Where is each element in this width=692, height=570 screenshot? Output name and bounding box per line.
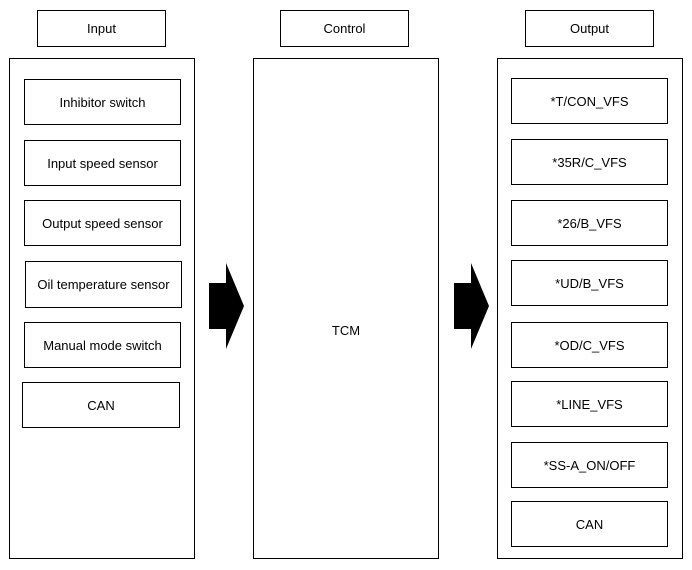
output-item-ud-b-vfs: *UD/B_VFS [511,260,668,306]
output-item-line-vfs: *LINE_VFS [511,381,668,427]
input-item-input-speed-sensor: Input speed sensor [24,140,181,186]
control-label-tcm: TCM [331,323,361,338]
input-panel [9,58,195,559]
control-header: Control [280,10,409,47]
output-item-od-c-vfs: *OD/C_VFS [511,322,668,368]
output-item-t-con-vfs: *T/CON_VFS [511,78,668,124]
input-item-can: CAN [22,382,180,428]
output-item-26-b-vfs: *26/B_VFS [511,200,668,246]
input-item-oil-temperature-sensor: Oil temperature sensor [25,261,182,308]
arrow-right-icon [454,263,489,349]
input-item-manual-mode-switch: Manual mode switch [24,322,181,368]
input-item-output-speed-sensor: Output speed sensor [24,200,181,246]
control-panel [253,58,439,559]
output-item-ss-a-on-off: *SS-A_ON/OFF [511,442,668,488]
input-header: Input [37,10,166,47]
output-item-can: CAN [511,501,668,547]
arrow-right-icon [209,263,244,349]
input-item-inhibitor-switch: Inhibitor switch [24,79,181,125]
output-header: Output [525,10,654,47]
output-item-35r-c-vfs: *35R/C_VFS [511,139,668,185]
